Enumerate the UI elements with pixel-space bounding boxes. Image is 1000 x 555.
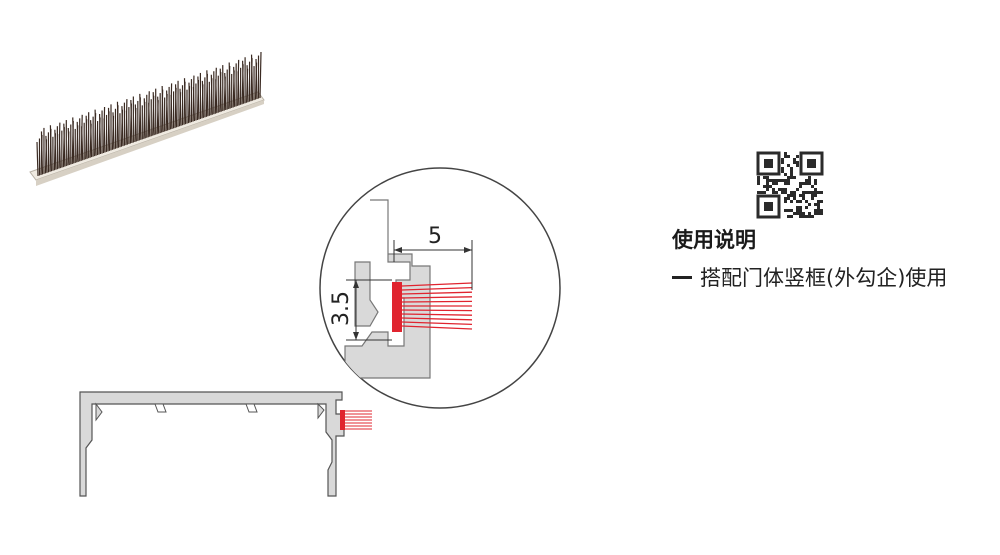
magnified-detail: 5 3.5: [319, 167, 561, 409]
usage-description: 搭配门体竖框(外勾企)使用: [672, 262, 947, 292]
usage-title: 使用说明: [672, 228, 756, 252]
dash-icon: [672, 275, 692, 279]
brush-strip-image: [29, 51, 265, 186]
width-dimension-label: 5: [428, 224, 442, 249]
height-dimension-label: 3.5: [329, 291, 354, 326]
usage-description-text: 搭配门体竖框(外勾企)使用: [700, 266, 948, 290]
door-frame-profile: [79, 391, 372, 497]
qr-code-icon: [756, 151, 824, 219]
